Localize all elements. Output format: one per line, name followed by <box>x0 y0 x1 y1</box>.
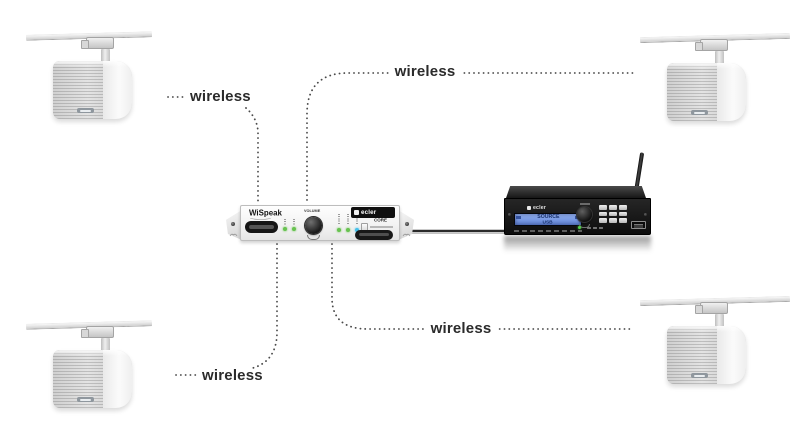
wireless-link-bottom-left <box>248 243 278 370</box>
display-line-2: USB <box>542 219 554 226</box>
speaker-side-panel <box>717 326 746 384</box>
power-led <box>578 226 581 229</box>
pairing-led-green <box>346 228 350 232</box>
player-front-panel: ecler SOURCE USB <box>504 198 651 235</box>
speaker-cabinet <box>667 63 746 121</box>
track-mount-adapter <box>81 37 114 49</box>
wireless-link-top-left <box>245 107 259 202</box>
status-led-green <box>292 227 296 231</box>
wireless-label-bottom-left: wireless <box>202 367 263 384</box>
ecler-logo-icon <box>527 205 531 210</box>
wispeak-core-transmitter: WiSpeak VOLUME ecler CORE <box>226 203 414 245</box>
player-button <box>599 211 607 217</box>
status-led-green <box>283 227 287 231</box>
screw-icon <box>231 222 235 226</box>
led-caption <box>356 214 358 224</box>
led-caption <box>293 219 295 225</box>
usb-port <box>631 221 646 229</box>
screw-icon <box>405 222 409 226</box>
player-button <box>619 218 628 223</box>
player-button <box>619 211 628 217</box>
display-marker-left <box>516 216 521 219</box>
led-caption <box>338 214 340 224</box>
mount-stem <box>101 49 110 62</box>
ecler-logo-icon <box>354 210 359 215</box>
wing-logo-icon <box>229 233 238 237</box>
indicator-icon <box>593 226 597 229</box>
player-brand-logo: ecler <box>527 202 558 213</box>
speaker-badge <box>77 108 94 113</box>
control-knob <box>577 207 592 222</box>
led-caption <box>284 219 286 225</box>
player-button <box>599 205 607 210</box>
speaker-badge <box>691 373 708 378</box>
mount-stem <box>715 51 724 64</box>
audio-player: ecler SOURCE USB <box>500 146 655 258</box>
wispeak-logo: WiSpeak <box>249 209 282 220</box>
model-subtext <box>370 226 393 228</box>
speaker-cabinet <box>53 61 132 119</box>
speaker-bottom-left <box>25 318 156 408</box>
speaker-cabinet <box>667 326 746 384</box>
speaker-side-panel <box>103 61 132 119</box>
wireless-label-top-left: wireless <box>190 88 251 105</box>
speaker-cabinet <box>53 350 132 408</box>
ecler-wordmark: ecler <box>361 209 377 216</box>
wireless-label-bottom-right: wireless <box>424 320 498 337</box>
mount-stem <box>715 314 724 327</box>
track-mount-adapter <box>81 326 114 338</box>
screw-icon <box>644 213 647 216</box>
lcd-display: SOURCE USB <box>514 213 582 226</box>
speaker-side-panel <box>717 63 746 121</box>
track-mount-adapter <box>695 39 728 51</box>
ecler-badge: ecler <box>351 207 395 218</box>
ecler-wordmark: ecler <box>533 204 546 211</box>
indicator-icon <box>587 226 591 229</box>
player-button <box>599 218 607 223</box>
speaker-badge <box>691 110 708 115</box>
player-button <box>609 211 618 217</box>
indicator-icon <box>599 226 603 229</box>
pairing-led-green <box>337 228 341 232</box>
led-caption <box>347 214 349 224</box>
track-mount-adapter <box>695 302 728 314</box>
display-line-1: SOURCE <box>536 213 560 220</box>
player-button <box>619 205 628 210</box>
speaker-top-right <box>639 31 791 121</box>
wireless-link-top-right <box>306 72 635 201</box>
wireless-label-top-right: wireless <box>388 63 462 80</box>
speaker-top-left <box>25 29 156 119</box>
euroblock-connector <box>245 221 278 233</box>
panel-caption-text <box>514 229 582 232</box>
core-model-label: CORE <box>374 218 388 223</box>
wing-logo-icon <box>402 233 411 237</box>
transmitter-front-panel: WiSpeak VOLUME ecler CORE <box>240 205 400 241</box>
mount-stem <box>101 338 110 351</box>
output-connector <box>355 230 393 240</box>
dial-arc <box>307 235 320 240</box>
speaker-bottom-right <box>639 294 791 384</box>
volume-label: VOLUME <box>304 209 321 214</box>
speaker-side-panel <box>103 350 132 408</box>
screw-icon <box>508 213 511 216</box>
control-label <box>580 203 590 205</box>
player-button <box>609 218 618 223</box>
volume-knob <box>305 217 322 234</box>
button-grid <box>599 205 628 223</box>
player-reflection <box>504 236 651 252</box>
player-top-panel <box>506 186 646 198</box>
player-button <box>609 205 618 210</box>
speaker-badge <box>77 397 94 402</box>
